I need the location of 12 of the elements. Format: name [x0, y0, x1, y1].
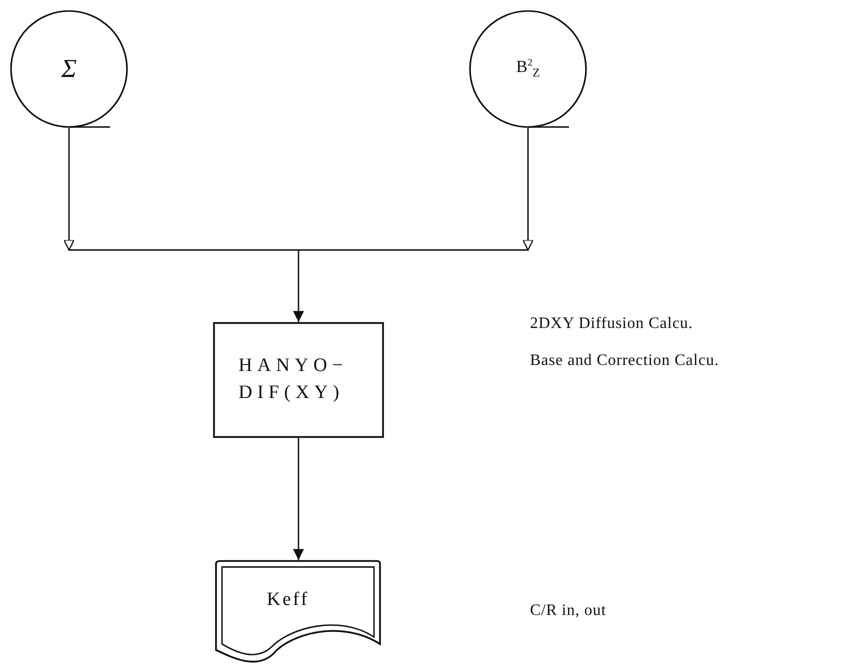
document-shape	[215, 560, 381, 664]
input-circle	[469, 10, 587, 128]
process-label: HANYO− DIF(XY)	[238, 354, 349, 405]
output-label: Keff	[266, 589, 310, 611]
arrow	[293, 250, 304, 322]
note-text: Base and Correction Calcu.	[530, 352, 719, 370]
note-text: 2DXY Diffusion Calcu.	[530, 315, 693, 333]
note-text: C/R in, out	[530, 602, 606, 620]
process-box	[213, 322, 384, 438]
symbol-label: Σ	[61, 54, 77, 84]
arrow	[293, 438, 304, 560]
input-circle	[10, 10, 128, 128]
